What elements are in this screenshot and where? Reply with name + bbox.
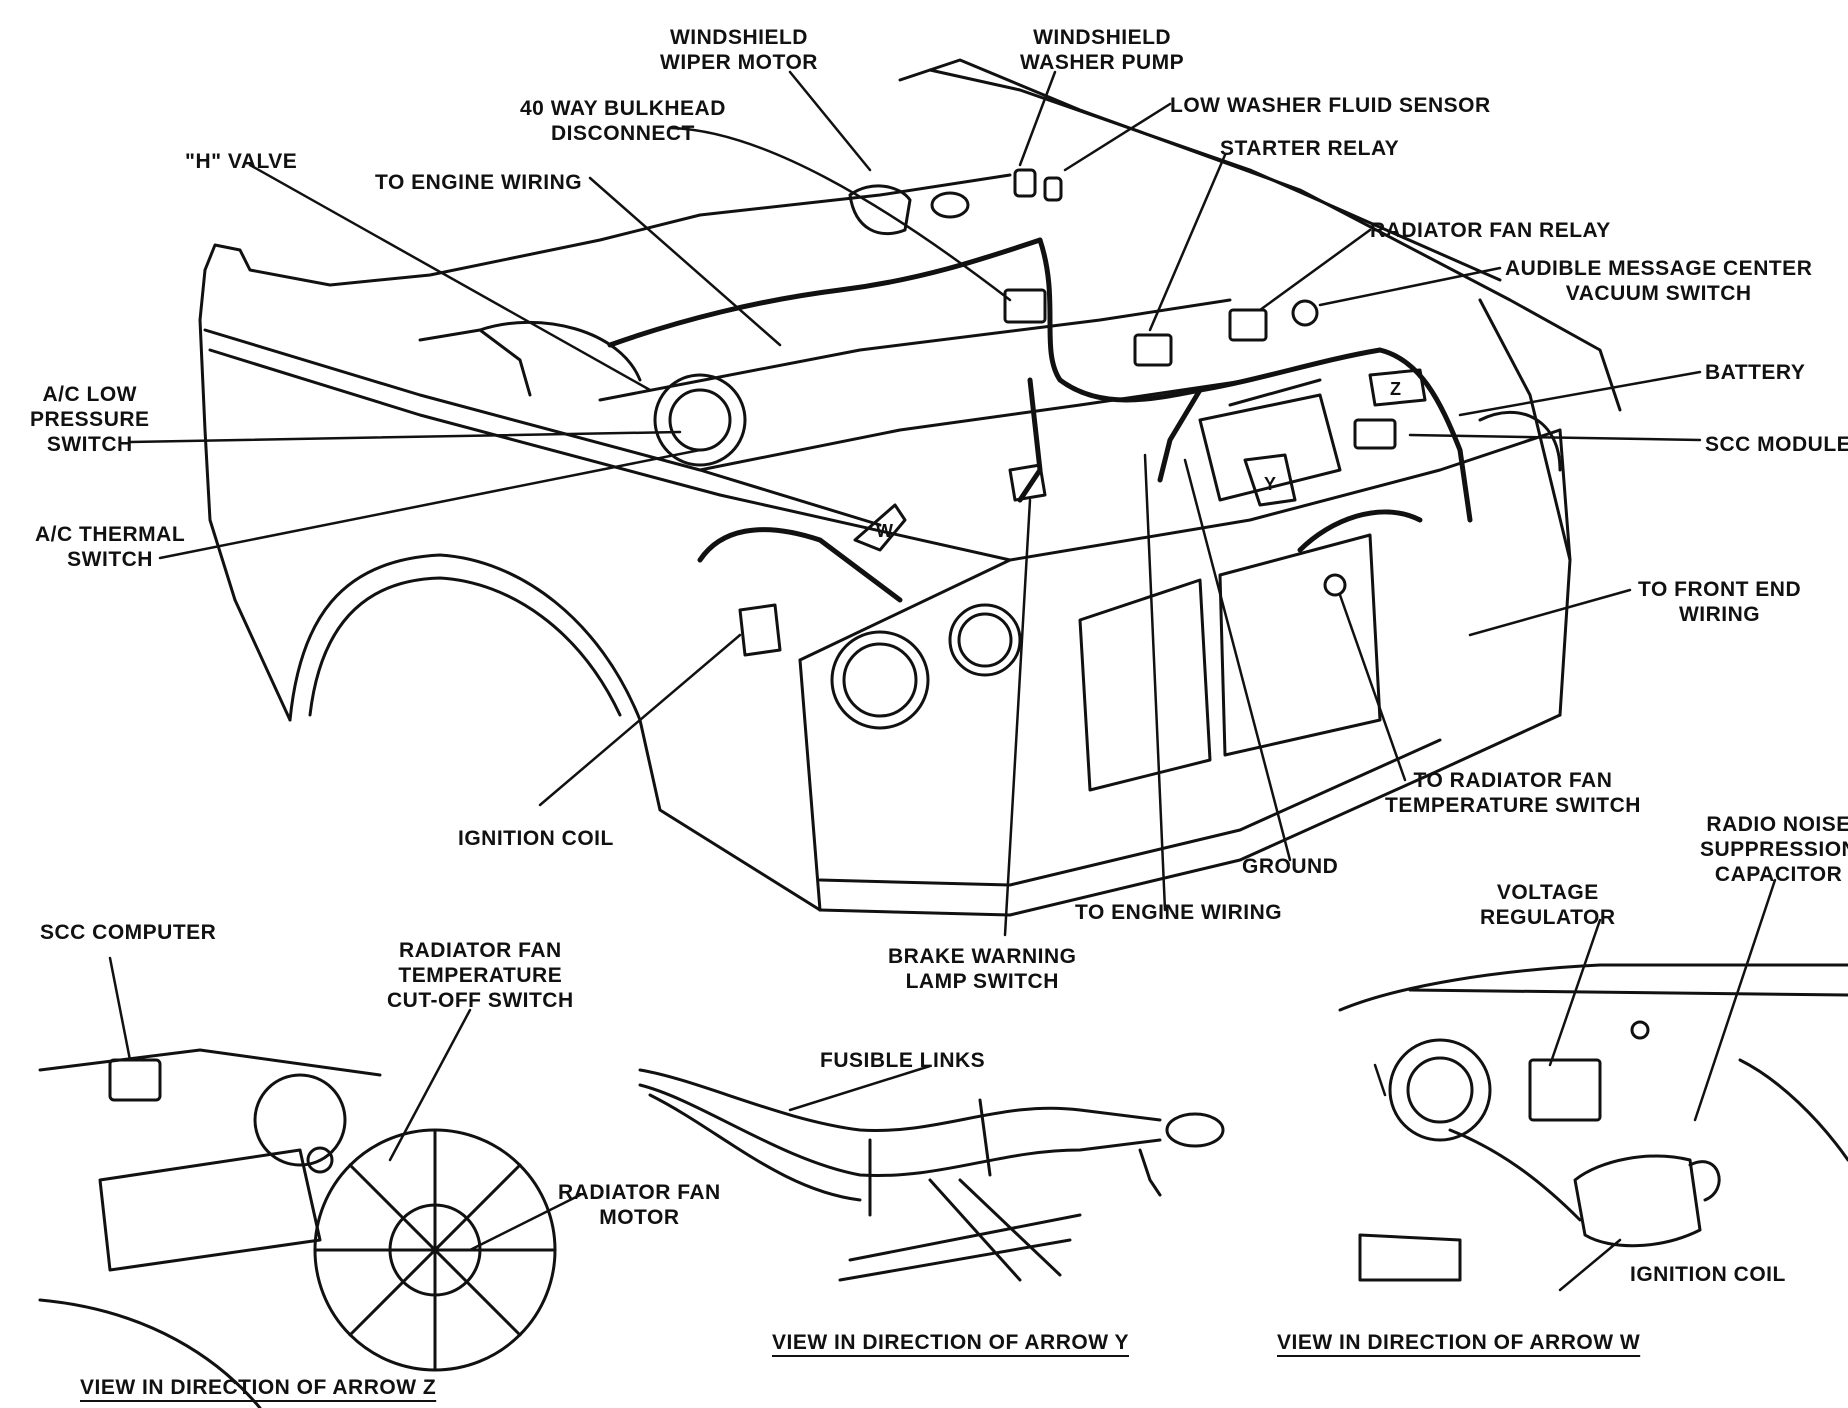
wiring-harness bbox=[607, 237, 1473, 603]
label-radio-noise-capacitor: RADIO NOISE SUPPRESSION CAPACITOR bbox=[1700, 813, 1848, 886]
inset-view-z-drawing bbox=[38, 1048, 557, 1408]
components bbox=[653, 168, 1397, 657]
label-h-valve: "H" VALVE bbox=[185, 150, 298, 173]
label-ac-thermal-switch: A/C THERMAL SWITCH bbox=[35, 523, 186, 571]
label-40-way-bulkhead: 40 WAY BULKHEAD DISCONNECT bbox=[520, 97, 726, 145]
label-radiator-fan-relay: RADIATOR FAN RELAY bbox=[1370, 219, 1611, 242]
label-windshield-washer-pump: WINDSHIELD WASHER PUMP bbox=[1020, 26, 1185, 74]
label-to-front-end-wiring: TO FRONT END WIRING bbox=[1638, 578, 1802, 626]
label-ac-low-pressure-switch: A/C LOW PRESSURE SWITCH bbox=[30, 383, 150, 456]
arrow-w-letter: W bbox=[876, 521, 893, 541]
label-ground: GROUND bbox=[1242, 855, 1339, 878]
arrow-y-letter: Y bbox=[1264, 474, 1276, 494]
label-fusible-links: FUSIBLE LINKS bbox=[820, 1049, 986, 1072]
arrow-z-letter: Z bbox=[1390, 379, 1401, 399]
leader-lines bbox=[108, 70, 1777, 1292]
inset-view-y-drawing bbox=[638, 1068, 1225, 1282]
label-voltage-regulator: VOLTAGE REGULATOR bbox=[1480, 881, 1616, 929]
car-body-outline bbox=[198, 58, 1622, 917]
label-to-radiator-fan-temp-switch: TO RADIATOR FAN TEMPERATURE SWITCH bbox=[1385, 769, 1641, 817]
label-to-engine-wiring-bottom: TO ENGINE WIRING bbox=[1075, 901, 1283, 924]
view-title-arrow-z: VIEW IN DIRECTION OF ARROW Z bbox=[80, 1376, 437, 1399]
direction-arrows bbox=[853, 368, 1427, 552]
label-radiator-fan-cutoff-switch: RADIATOR FAN TEMPERATURE CUT-OFF SWITCH bbox=[387, 939, 574, 1012]
view-title-arrow-y: VIEW IN DIRECTION OF ARROW Y bbox=[772, 1331, 1130, 1354]
label-scc-module: SCC MODULE bbox=[1705, 433, 1848, 456]
label-windshield-wiper-motor: WINDSHIELD WIPER MOTOR bbox=[660, 26, 818, 74]
label-starter-relay: STARTER RELAY bbox=[1220, 137, 1400, 160]
label-radiator-fan-motor: RADIATOR FAN MOTOR bbox=[558, 1181, 721, 1229]
label-brake-warning-lamp-switch: BRAKE WARNING LAMP SWITCH bbox=[888, 945, 1077, 993]
label-ignition-coil-main: IGNITION COIL bbox=[458, 827, 614, 850]
inset-view-w-drawing bbox=[1338, 963, 1848, 1282]
label-low-washer-fluid-sensor: LOW WASHER FLUID SENSOR bbox=[1170, 94, 1491, 117]
label-scc-computer: SCC COMPUTER bbox=[40, 921, 217, 944]
label-to-engine-wiring-top: TO ENGINE WIRING bbox=[375, 171, 583, 194]
label-battery: BATTERY bbox=[1705, 361, 1806, 384]
view-title-arrow-w: VIEW IN DIRECTION OF ARROW W bbox=[1277, 1331, 1641, 1354]
label-ignition-coil-w: IGNITION COIL bbox=[1630, 1263, 1786, 1286]
label-audible-message-center: AUDIBLE MESSAGE CENTER VACUUM SWITCH bbox=[1505, 257, 1813, 305]
